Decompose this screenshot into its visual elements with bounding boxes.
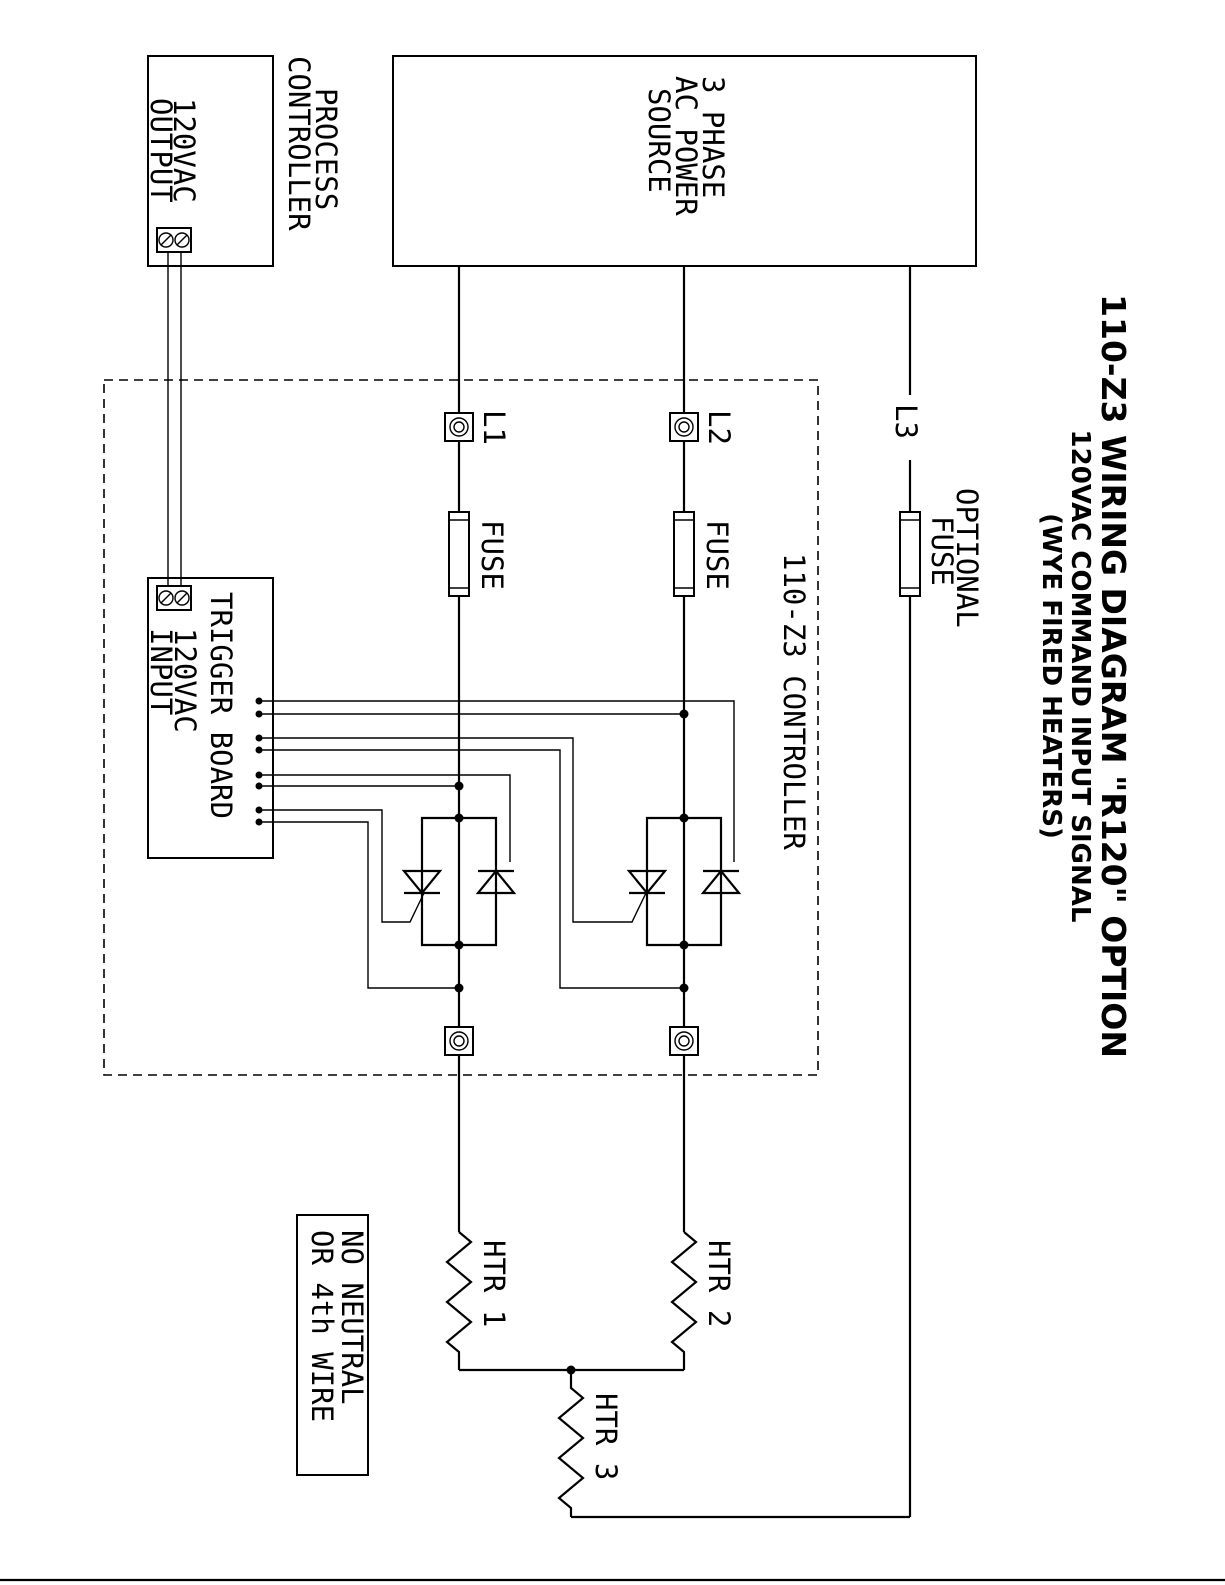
- note-line-1: NO NEUTRAL: [335, 1230, 369, 1405]
- heater-2-label: HTR 2: [702, 1240, 736, 1327]
- terminal-l3-label: L3: [889, 404, 923, 439]
- optional-fuse-icon: [900, 512, 920, 596]
- terminal-l1: [445, 413, 473, 441]
- title-line-2: 120VAC COMMAND INPUT SIGNAL: [1065, 430, 1095, 923]
- command-signal-wires: [168, 252, 181, 586]
- phase-wires: [459, 266, 910, 1517]
- fuse-1-label: FUSE: [475, 520, 509, 590]
- controller-label: 110-Z3 CONTROLLER: [777, 553, 811, 850]
- output-terminal-block: [157, 228, 191, 252]
- terminal-l2: [670, 413, 698, 441]
- fuse-2-icon: [674, 512, 694, 596]
- heater-3-icon: [559, 1370, 583, 1517]
- process-controller-line-4: OUTPUT: [144, 98, 178, 203]
- terminal-l1-label: L1: [477, 410, 511, 445]
- heater-3-label: HTR 3: [589, 1393, 623, 1480]
- note-line-2: OR 4th WIRE: [305, 1230, 339, 1422]
- power-source-line-3: SOURCE: [642, 88, 676, 193]
- trigger-board-line-1: TRIGGER BOARD: [204, 592, 238, 819]
- title-line-3: (WYE FIRED HEATERS): [1036, 513, 1066, 839]
- input-terminal-block: [157, 586, 191, 610]
- title-block: 110-Z3 WIRING DIAGRAM "R120" OPTION 120V…: [1036, 294, 1133, 1058]
- load-terminal-1: [445, 1027, 473, 1055]
- optional-fuse-label-2: FUSE: [925, 516, 959, 586]
- heater-2-icon: [672, 1232, 696, 1370]
- note-box: NO NEUTRAL OR 4th WIRE: [297, 1215, 369, 1475]
- trigger-board-line-3: INPUT: [144, 628, 178, 715]
- fuse-2-label: FUSE: [700, 520, 734, 590]
- trigger-board: TRIGGER BOARD 120VAC INPUT: [144, 578, 273, 858]
- title-line-1: 110-Z3 WIRING DIAGRAM "R120" OPTION: [1094, 294, 1133, 1058]
- heater-1-label: HTR 1: [477, 1240, 511, 1327]
- power-source-box: 3 PHASE AC POWER SOURCE: [393, 56, 976, 266]
- fuse-1-icon: [449, 512, 469, 596]
- process-controller-box: PROCESS CONTROLLER 120VAC OUTPUT: [144, 56, 343, 266]
- heater-1-icon: [447, 1232, 471, 1370]
- load-terminal-2: [670, 1027, 698, 1055]
- terminal-l2-label: L2: [702, 410, 736, 445]
- process-controller-line-2: CONTROLLER: [282, 56, 316, 231]
